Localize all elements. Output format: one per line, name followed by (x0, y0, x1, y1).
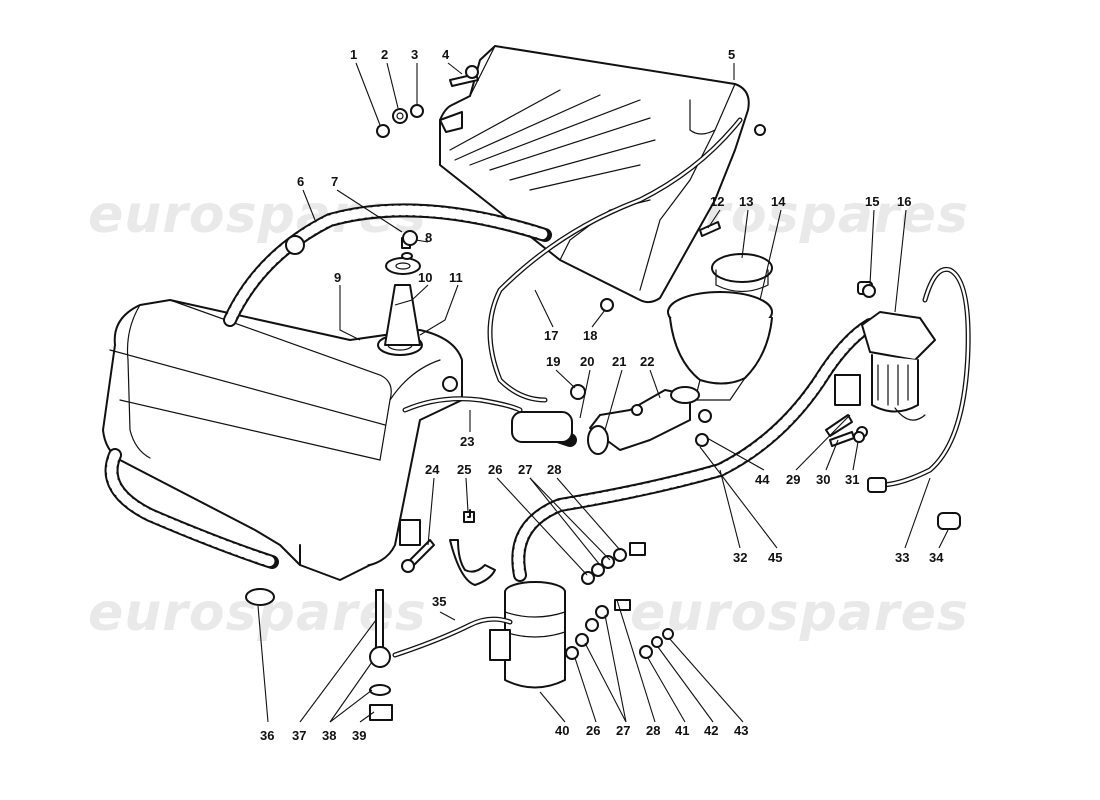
callout-28-lower: 28 (646, 723, 660, 738)
callout-39: 39 (352, 728, 366, 743)
callout-10: 10 (418, 270, 432, 285)
callout-6: 6 (297, 174, 304, 189)
callout-11: 11 (449, 270, 463, 285)
fuel-pump (825, 281, 936, 438)
callout-27-lower: 27 (616, 723, 630, 738)
hardware-small-parts (245, 65, 961, 721)
leader-lines (257, 62, 949, 723)
callout-45: 45 (768, 550, 782, 565)
callout-44: 44 (755, 472, 770, 487)
callout-7: 7 (331, 174, 338, 189)
watermark-group: eurospares eurospares eurospares eurospa… (88, 185, 969, 643)
callout-35: 35 (432, 594, 446, 609)
callout-30: 30 (816, 472, 830, 487)
callout-40: 40 (555, 723, 569, 738)
callout-29: 29 (786, 472, 800, 487)
callout-26-lower: 26 (586, 723, 600, 738)
vent-hose (104, 203, 552, 569)
callout-17: 17 (544, 328, 558, 343)
callout-37: 37 (292, 728, 306, 743)
callout-24: 24 (425, 462, 440, 477)
callout-23: 23 (460, 434, 474, 449)
callout-5: 5 (728, 47, 735, 62)
callout-19: 19 (546, 354, 560, 369)
callout-22: 22 (640, 354, 654, 369)
callout-28-upper: 28 (547, 462, 561, 477)
callout-26-upper: 26 (488, 462, 502, 477)
callout-2: 2 (381, 47, 388, 62)
callout-4: 4 (442, 47, 450, 62)
lower-fuel-tank (102, 299, 463, 581)
callout-13: 13 (739, 194, 753, 209)
connector-assembly (511, 384, 712, 455)
callout-31: 31 (845, 472, 859, 487)
watermark-bottom-right: eurospares (630, 583, 969, 643)
callout-27-upper: 27 (518, 462, 532, 477)
callout-42: 42 (704, 723, 718, 738)
callout-32: 32 (733, 550, 747, 565)
callout-41: 41 (675, 723, 689, 738)
callout-18: 18 (583, 328, 597, 343)
callout-21: 21 (612, 354, 626, 369)
callout-14: 14 (771, 194, 786, 209)
callout-25: 25 (457, 462, 471, 477)
breather-pipes (402, 117, 743, 413)
callout-9: 9 (334, 270, 341, 285)
callout-36: 36 (260, 728, 274, 743)
callout-1: 1 (350, 47, 357, 62)
electric-pump (392, 581, 566, 689)
callout-3: 3 (411, 47, 418, 62)
callout-8: 8 (425, 230, 432, 245)
filter-housing (667, 253, 773, 401)
callout-38: 38 (322, 728, 336, 743)
callout-20: 20 (580, 354, 594, 369)
callout-33: 33 (895, 550, 909, 565)
upper-fuel-tank (439, 45, 766, 304)
callout-43: 43 (734, 723, 748, 738)
callout-15: 15 (865, 194, 879, 209)
callout-12: 12 (710, 194, 724, 209)
filler-neck (384, 237, 421, 346)
callout-16: 16 (897, 194, 911, 209)
callout-labels: 1 2 3 4 5 6 7 8 9 10 11 12 13 14 15 16 1… (260, 47, 944, 743)
callout-34: 34 (929, 550, 944, 565)
